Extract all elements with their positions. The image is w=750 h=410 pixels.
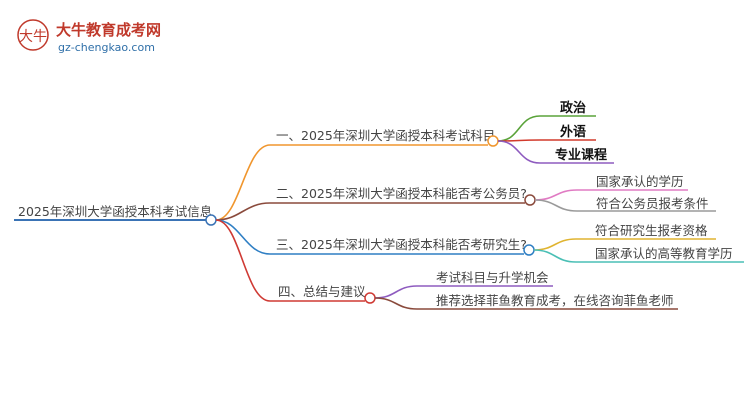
connector-b4-leaf-1 [374,285,418,299]
branch-2-node-circle [524,194,536,206]
branch-4-label: 四、总结与建议 [278,284,366,299]
leaf-recommendation: 推荐选择菲鱼教育成考，在线咨询菲鱼老师 [436,293,674,308]
branch-1-node-circle [487,135,499,147]
leaf-major-courses: 专业课程 [555,147,607,163]
brand-title: 大牛教育成考网 [56,21,161,39]
leaf-recognized-degree: 国家承认的学历 [596,174,684,189]
brand-logo: 大牛 大牛教育成考网 gz-chengkao.com [17,19,161,54]
leaf-postgrad-eligibility: 符合研究生报考资格 [595,223,708,238]
branch-4: 四、总结与建议 考试科目与升学机会 推荐选择菲鱼教育成考，在线咨询菲鱼老师 [270,270,678,310]
leaf-subjects-and-opportunities: 考试科目与升学机会 [436,270,549,285]
leaf-recognized-higher-education: 国家承认的高等教育学历 [595,246,733,261]
connector-branch-4 [215,219,271,302]
branch-3-label: 三、2025年深圳大学函授本科能否考研究生? [276,237,527,252]
brand-url: gz-chengkao.com [58,41,155,54]
leaf-civil-service-eligibility: 符合公务员报考条件 [596,196,709,211]
root-node-label: 2025年深圳大学函授本科考试信息 [18,204,212,219]
branch-3: 三、2025年深圳大学函授本科能否考研究生? 符合研究生报考资格 国家承认的高等… [270,223,744,263]
connector-b1-leaf-1 [497,115,541,142]
connector-b2-leaf-2 [534,199,578,212]
connector-b4-leaf-2 [374,297,418,310]
leaf-politics: 政治 [560,100,586,116]
logo-glyph: 大牛 [19,29,47,45]
connector-branch-2 [215,202,271,221]
branch-3-node-circle [523,244,535,256]
logo-badge-icon [17,19,49,51]
connector-branch-1 [215,144,271,221]
connector-b3-leaf-2 [533,249,577,263]
branch-2: 二、2025年深圳大学函授本科能否考公务员? 国家承认的学历 符合公务员报考条件 [270,174,716,212]
branch-2-label: 二、2025年深圳大学函授本科能否考公务员? [276,186,527,201]
root-node-circle [205,214,217,226]
branch-1-label: 一、2025年深圳大学函授本科考试科目 [276,128,495,143]
connector-branch-3 [215,219,271,255]
connector-b2-leaf-1 [534,189,578,201]
leaf-foreign-language: 外语 [559,124,586,140]
branch-4-node-circle [364,292,376,304]
branch-1: 一、2025年深圳大学函授本科考试科目 政治 外语 专业课程 [270,100,614,164]
connector-b3-leaf-1 [533,238,577,251]
connector-b1-leaf-3 [497,140,541,164]
